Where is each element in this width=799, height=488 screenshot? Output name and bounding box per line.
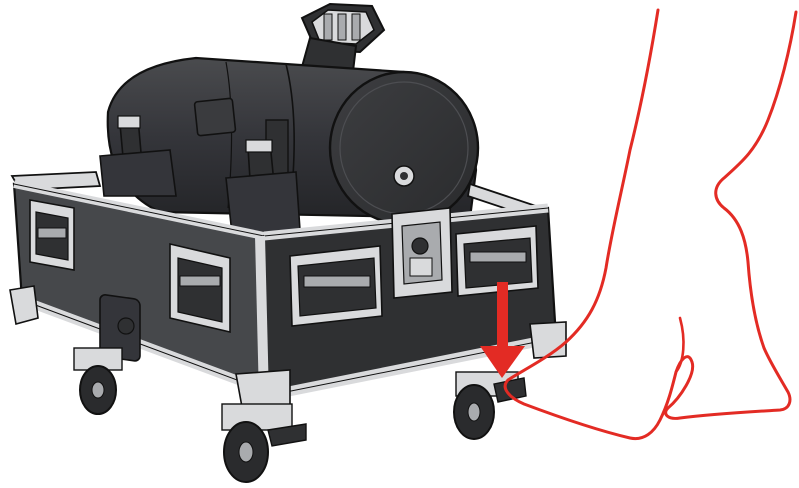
handle-left-1 <box>30 200 74 270</box>
caster-rear-left <box>74 348 122 414</box>
caster-front-right <box>454 372 526 439</box>
caster-front-left <box>222 404 306 482</box>
fixture-label-plate <box>194 98 235 136</box>
case-latch <box>392 208 452 298</box>
handle-left-2 <box>170 244 230 332</box>
fixture-front-face <box>330 72 478 224</box>
handle-front-left <box>290 246 382 326</box>
